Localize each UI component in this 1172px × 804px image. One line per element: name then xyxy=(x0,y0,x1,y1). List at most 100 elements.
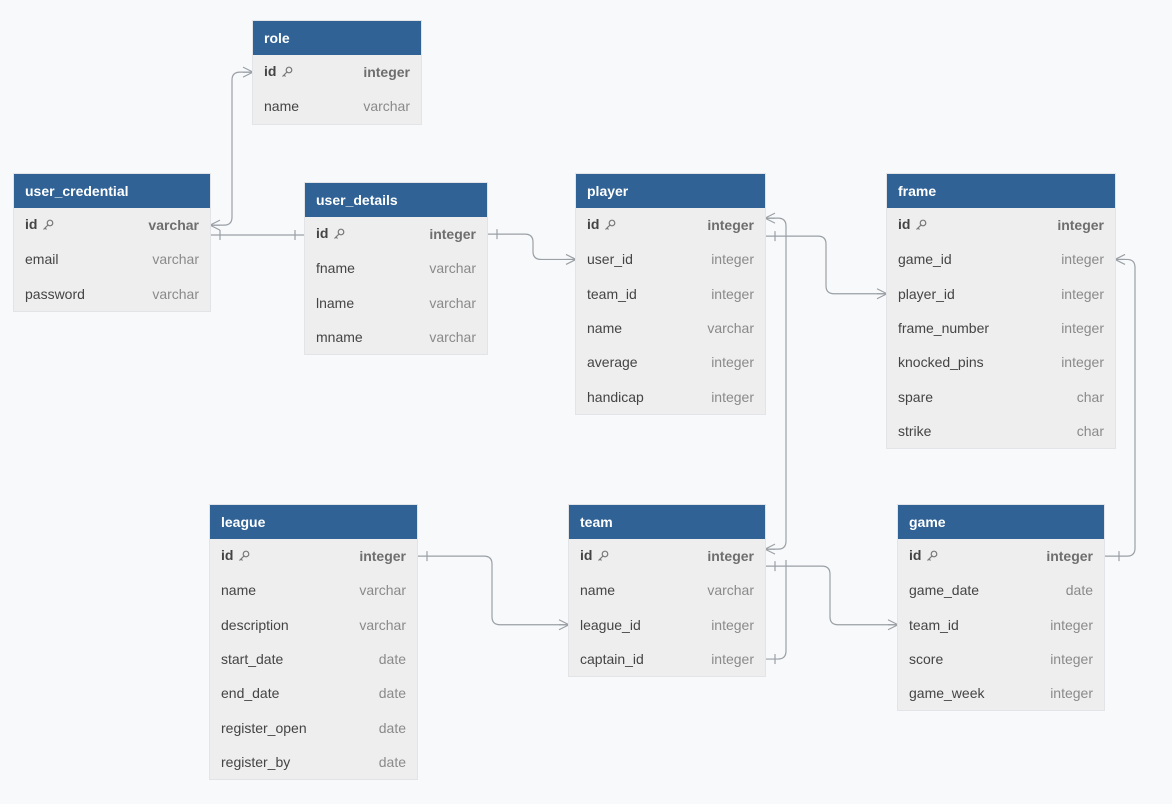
column-name-text: start_date xyxy=(221,651,284,668)
primary-key-icon xyxy=(238,549,250,565)
column-name: game_week xyxy=(909,685,985,701)
column-name-text: name xyxy=(587,320,623,337)
table-header[interactable]: game xyxy=(898,505,1104,539)
column-name: name xyxy=(264,98,299,114)
table-header[interactable]: team xyxy=(569,505,765,539)
table-header[interactable]: role xyxy=(253,21,421,55)
column-type: varchar xyxy=(429,294,476,311)
column-row[interactable]: score integer xyxy=(898,642,1104,676)
column-type: integer xyxy=(711,251,754,268)
column-name: register_by xyxy=(221,754,290,770)
column-type: varchar xyxy=(152,251,199,268)
column-type: integer xyxy=(1050,685,1093,702)
column-name-text: id xyxy=(898,216,911,233)
rel-league-team xyxy=(417,555,569,626)
column-name: id xyxy=(264,63,293,81)
column-name: game_id xyxy=(898,251,952,267)
column-name: handicap xyxy=(587,389,644,405)
column-name-text: average xyxy=(587,354,638,371)
column-type: integer xyxy=(707,217,754,234)
table-header[interactable]: user_credential xyxy=(14,174,210,208)
column-type: integer xyxy=(1061,251,1104,268)
table-header[interactable]: player xyxy=(576,174,765,208)
column-row[interactable]: game_week integer xyxy=(898,676,1104,710)
column-type: char xyxy=(1076,422,1104,439)
rel-team-game xyxy=(765,565,898,626)
column-row[interactable]: id integer xyxy=(210,539,417,573)
column-row[interactable]: id integer xyxy=(576,208,765,242)
column-name: score xyxy=(909,651,943,667)
column-type: varchar xyxy=(363,98,410,115)
column-name-text: league_id xyxy=(580,616,641,633)
column-name-text: id xyxy=(580,547,593,564)
column-type: integer xyxy=(1061,320,1104,337)
column-name: register_open xyxy=(221,720,307,736)
table-header[interactable]: league xyxy=(210,505,417,539)
column-name-text: team_id xyxy=(909,616,959,633)
column-name: id xyxy=(587,216,616,234)
table-header[interactable]: user_details xyxy=(305,183,487,217)
column-name-text: spare xyxy=(898,388,934,405)
column-row[interactable]: game_id integer xyxy=(887,242,1115,276)
primary-key-icon xyxy=(915,218,927,234)
column-name-text: id xyxy=(25,216,38,233)
column-name-text: team_id xyxy=(587,285,637,302)
column-name-text: game_date xyxy=(909,582,980,599)
column-name: id xyxy=(221,547,250,565)
column-name-text: id xyxy=(587,216,600,233)
column-name-text: fname xyxy=(316,260,355,277)
many-marker xyxy=(565,253,577,265)
column-row[interactable]: fname varchar xyxy=(305,251,487,285)
column-row[interactable]: strike char xyxy=(887,414,1115,448)
many-marker xyxy=(887,619,899,631)
column-type: integer xyxy=(1046,548,1093,565)
column-name-text: register_open xyxy=(221,719,307,736)
table-header[interactable]: frame xyxy=(887,174,1115,208)
column-type: integer xyxy=(711,388,754,405)
column-row[interactable]: name varchar xyxy=(253,89,421,123)
column-name: strike xyxy=(898,423,931,439)
column-row[interactable]: handicap integer xyxy=(576,379,765,413)
column-type: varchar xyxy=(429,260,476,277)
column-type: integer xyxy=(1050,651,1093,668)
column-type: integer xyxy=(359,548,406,565)
